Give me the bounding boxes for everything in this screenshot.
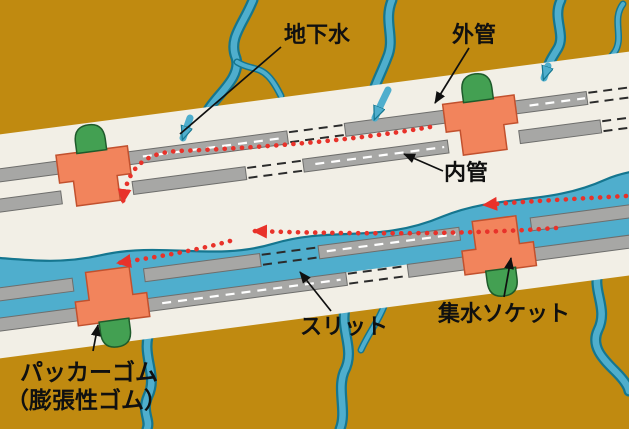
hidden-joint-dashes <box>347 265 407 285</box>
pipe-segment <box>0 277 75 312</box>
packer-leader-line <box>91 324 101 352</box>
slit-dashes <box>315 145 445 166</box>
outer-pipe-label: 外管 <box>452 22 496 47</box>
slit-dashes <box>162 278 341 305</box>
packer-rubber-note-label: （膨張性ゴム） <box>6 387 167 413</box>
pipe-segment <box>317 226 462 260</box>
packer-rubber-label: パッカーゴム <box>20 359 158 385</box>
slit-leader-line <box>299 271 332 312</box>
water-entry-arrow <box>371 86 392 122</box>
pipe-assembly <box>0 41 629 368</box>
outer-pipe-top-wall <box>0 84 629 195</box>
pipe-segment <box>518 119 603 145</box>
outer-pipe-leader-line <box>434 47 470 104</box>
packer-rubber-dome <box>74 123 108 155</box>
pipe-segment <box>0 190 63 225</box>
socket-leader-line <box>503 257 514 298</box>
pipe-segment <box>142 253 262 283</box>
water-flow-arrows <box>115 124 629 268</box>
collecting-socket <box>441 94 519 156</box>
slit-hidden-dashes <box>261 246 318 266</box>
collecting-socket-label: 集水ソケット <box>437 301 570 326</box>
flow-arrow-bottom <box>251 224 559 239</box>
slit-dashes <box>326 233 456 253</box>
inner-pipe-label: 内管 <box>444 160 488 185</box>
slit-label: スリット <box>300 314 388 339</box>
inner-pipe-top-wall <box>0 113 629 225</box>
packer-rubber-dome <box>461 72 495 104</box>
left-joint <box>55 123 151 348</box>
annotations: 地下水 外管 内管 スリット 集水ソケット パッカーゴム （膨張性ゴム） <box>6 22 570 413</box>
pipe-segment <box>131 166 248 196</box>
packer-rubber-dome <box>98 317 132 348</box>
flow-arrow-right <box>481 193 629 211</box>
collecting-socket <box>74 265 151 327</box>
flow-arrow-bottom-left <box>115 238 233 268</box>
water-entry-arrow <box>540 62 548 82</box>
pipe-segment <box>302 139 450 173</box>
groundwater-leader-line <box>179 46 282 135</box>
flow-arrow-top <box>117 124 433 205</box>
inner-pipe-bottom-wall <box>0 191 629 312</box>
groundwater-label: 地下水 <box>284 22 351 47</box>
inner-pipe-leader-line <box>403 153 444 172</box>
